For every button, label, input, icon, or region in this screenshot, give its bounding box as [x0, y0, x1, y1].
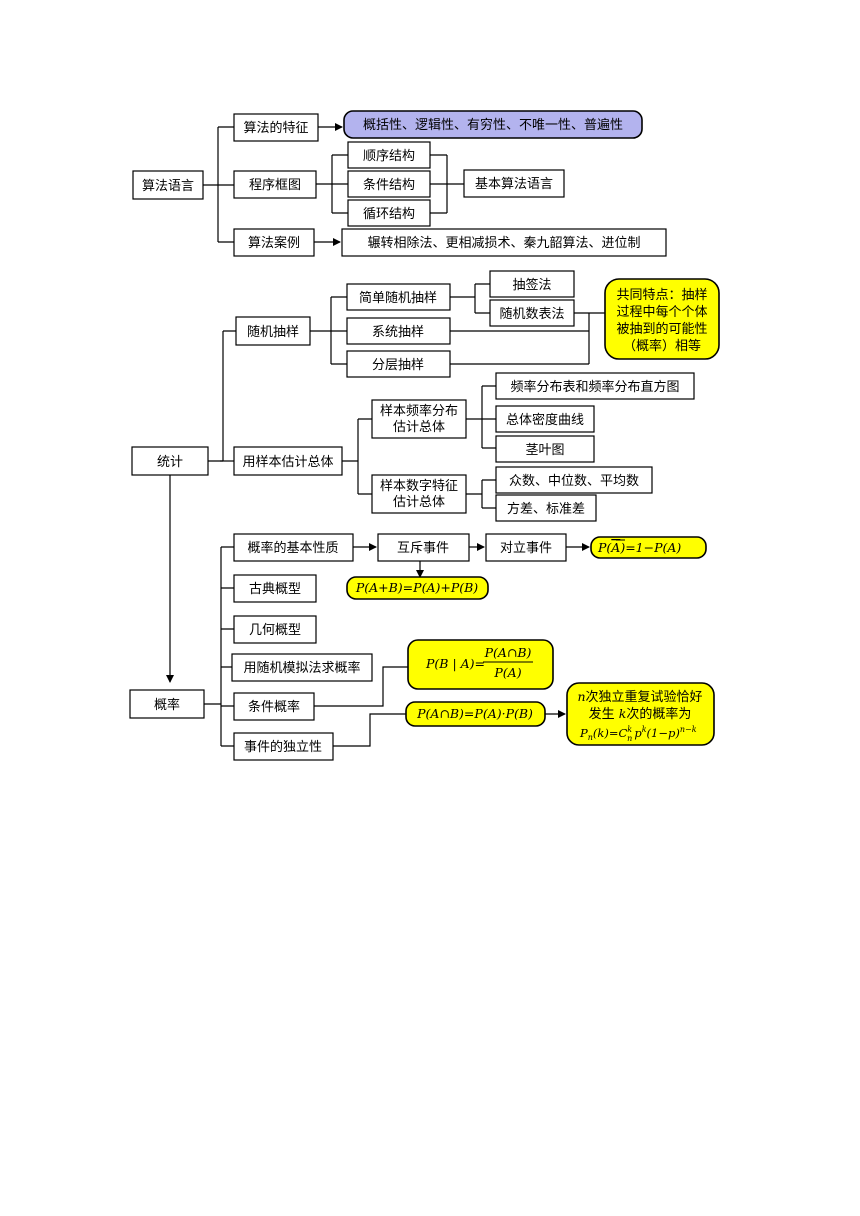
mutually-exclusive-node: 互斥事件 [377, 533, 470, 562]
numeric-features-node: 样本数字特征 估计总体 [371, 474, 467, 514]
multiplication-formula: P(A∩B)=P(A)·P(B) [416, 706, 533, 721]
statistics-section: 统计 随机抽样 简单随机抽样 系统抽样 分层抽样 抽签法 随机数表法 共同特点 [131, 270, 720, 522]
stratified-sampling-node: 分层抽样 [346, 350, 451, 378]
stem-leaf-label: 茎叶图 [525, 443, 564, 458]
frequency-histogram-node: 频率分布表和频率分布直方图 [495, 372, 695, 400]
algorithm-features-node: 算法的特征 [233, 113, 319, 142]
frequency-distribution-node: 样本频率分布 估计总体 [371, 399, 467, 439]
algorithm-features-detail: 概括性、逻辑性、有穷性、不唯一性、普遍性 [363, 117, 623, 133]
sequential-structure-label: 顺序结构 [363, 149, 415, 164]
simple-random-sampling-label: 简单随机抽样 [359, 290, 437, 306]
independence-label: 事件的独立性 [244, 739, 322, 755]
simulation-node: 用随机模拟法求概率 [231, 653, 373, 682]
loop-structure-node: 循环结构 [347, 199, 431, 227]
mode-median-mean-label: 众数、中位数、平均数 [509, 474, 639, 489]
random-sampling-label: 随机抽样 [247, 325, 299, 340]
common-feature-note: 共同特点：抽样 过程中每个个体 被抽到的可能性 （概率）相等 [604, 278, 720, 360]
random-number-table-label: 随机数表法 [499, 307, 564, 322]
algorithm-features-detail-node: 概括性、逻辑性、有穷性、不唯一性、普遍性 [343, 110, 643, 139]
simulation-label: 用随机模拟法求概率 [243, 660, 360, 676]
conditional-probability-node: 条件概率 [233, 692, 315, 721]
systematic-sampling-node: 系统抽样 [346, 317, 451, 345]
geometric-model-label: 几何概型 [249, 622, 301, 638]
probability-root-node: 概率 [129, 689, 205, 719]
conditional-structure-node: 条件结构 [347, 170, 431, 198]
common-feature-line-3: 被抽到的可能性 [616, 321, 707, 337]
density-curve-label: 总体密度曲线 [506, 412, 584, 428]
bernoulli-line-2: 发生 k次的概率为 [589, 706, 692, 722]
frequency-histogram-label: 频率分布表和频率分布直方图 [510, 379, 679, 395]
variance-sd-node: 方差、标准差 [495, 494, 597, 522]
simple-random-sampling-node: 简单随机抽样 [346, 283, 451, 311]
frequency-distribution-line-1: 样本频率分布 [380, 403, 458, 419]
probability-root-label: 概率 [154, 697, 180, 713]
geometric-model-node: 几何概型 [233, 615, 317, 644]
sample-estimation-node: 用样本估计总体 [233, 446, 343, 476]
common-feature-line-2: 过程中每个个体 [616, 304, 707, 320]
conditional-formula-numerator: P(A∩B) [484, 645, 532, 660]
lottery-method-label: 抽签法 [512, 277, 551, 293]
conditional-formula-lhs: P(B | A)= [425, 656, 485, 671]
complement-formula-node: P(A)=1−P(A) [590, 536, 707, 559]
algorithm-cases-detail: 辗转相除法、更相减损术、秦九韶算法、进位制 [367, 235, 640, 251]
complement-formula: P(A)=1−P(A) [597, 540, 681, 555]
addition-formula: P(A+B)=P(A)+P(B) [355, 580, 478, 595]
stratified-sampling-label: 分层抽样 [372, 358, 424, 373]
numeric-features-line-2: 估计总体 [393, 495, 445, 510]
common-feature-line-1: 共同特点：抽样 [616, 288, 707, 303]
mode-median-mean-node: 众数、中位数、平均数 [495, 466, 653, 494]
algorithm-root-node: 算法语言 [132, 170, 204, 200]
algorithm-section: 算法语言 算法的特征 概括性、逻辑性、有穷性、不唯一性、普遍性 程序框图 顺序结… [132, 110, 667, 257]
bernoulli-line-1: n次独立重复试验恰好 [577, 689, 702, 705]
basic-property-label: 概率的基本性质 [247, 540, 338, 556]
multiplication-formula-node: P(A∩B)=P(A)·P(B) [405, 701, 546, 727]
conditional-formula-node: P(B | A)= P(A∩B) P(A) [407, 639, 554, 690]
statistics-root-label: 统计 [157, 455, 183, 470]
complementary-node: 对立事件 [485, 533, 567, 562]
addition-formula-node: P(A+B)=P(A)+P(B) [346, 576, 489, 600]
conditional-structure-label: 条件结构 [363, 177, 415, 193]
classical-model-node: 古典概型 [233, 574, 317, 603]
common-feature-line-4: （概率）相等 [623, 338, 701, 354]
density-curve-node: 总体密度曲线 [495, 405, 595, 433]
basic-algorithm-language-label: 基本算法语言 [475, 177, 553, 192]
random-number-table-node: 随机数表法 [489, 299, 575, 327]
loop-structure-label: 循环结构 [363, 207, 415, 222]
variance-sd-label: 方差、标准差 [507, 501, 585, 517]
lottery-method-node: 抽签法 [489, 270, 575, 298]
algorithm-cases-detail-node: 辗转相除法、更相减损术、秦九韶算法、进位制 [341, 228, 667, 257]
conditional-formula-denominator: P(A) [493, 665, 521, 680]
stem-leaf-node: 茎叶图 [495, 435, 595, 463]
algorithm-features-label: 算法的特征 [243, 120, 308, 136]
algorithm-cases-label: 算法案例 [248, 236, 300, 251]
numeric-features-line-1: 样本数字特征 [380, 479, 458, 494]
statistics-root-node: 统计 [131, 446, 209, 476]
basic-algorithm-language-node: 基本算法语言 [463, 169, 565, 198]
flowchart-label: 程序框图 [249, 178, 301, 193]
independence-node: 事件的独立性 [233, 732, 334, 761]
mutually-exclusive-label: 互斥事件 [397, 541, 449, 556]
systematic-sampling-label: 系统抽样 [372, 325, 424, 340]
random-sampling-node: 随机抽样 [235, 316, 311, 346]
probability-section: 概率 概率的基本性质 互斥事件 对立事件 P(A)=1−P(A) P(A+B)=… [129, 533, 715, 761]
flowchart-node: 程序框图 [233, 170, 317, 199]
algorithm-root-label: 算法语言 [142, 179, 194, 194]
conditional-probability-label: 条件概率 [248, 699, 300, 715]
algorithm-cases-node: 算法案例 [233, 228, 315, 257]
complementary-label: 对立事件 [500, 541, 552, 556]
basic-property-node: 概率的基本性质 [233, 533, 354, 562]
sample-estimation-label: 用样本估计总体 [242, 455, 333, 470]
classical-model-label: 古典概型 [249, 582, 301, 597]
frequency-distribution-line-2: 估计总体 [393, 420, 445, 435]
sequential-structure-node: 顺序结构 [347, 141, 431, 169]
